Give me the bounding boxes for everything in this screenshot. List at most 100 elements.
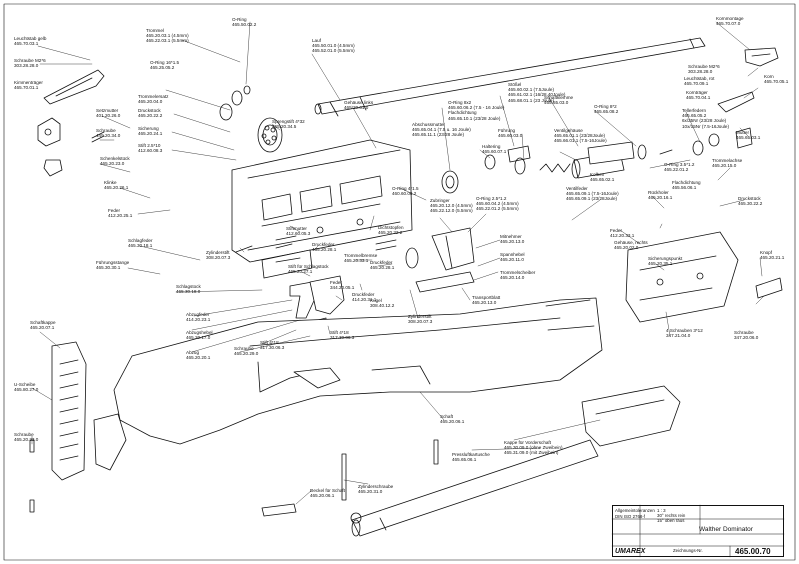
part-label-line: Schaftkappe — [30, 320, 56, 325]
part-label-line: 465.20.35.1 — [648, 261, 673, 267]
leader-lines — [31, 21, 765, 505]
part-label-line: Ventilfeder — [566, 186, 588, 191]
part-label-line: 412.60.08.3 — [138, 148, 163, 154]
part-label-line: Schraube — [96, 128, 116, 133]
part-label-line: 308.20.07.3 — [206, 255, 231, 261]
part-label-line: Deckel für Schaft — [310, 488, 345, 493]
fore-end-cap-part — [581, 385, 681, 447]
part-label-line: 465.20.22.2 — [138, 113, 163, 119]
part-label-line: 465.20.27.1 — [288, 269, 313, 275]
part-label-line: Mitnehmer — [500, 234, 522, 239]
receiver-right-part — [625, 231, 783, 323]
part-label-line: 303.28.28.0 — [688, 69, 713, 75]
part-label-line: 465.52.01.0 (5.5mm) — [312, 48, 355, 54]
part-label-line: Lauf — [312, 38, 321, 43]
part-label-line: 4 Schrauben 3*12 — [666, 328, 703, 333]
part-label-line: 465.61.02.1 (16/28.40Joule) — [508, 92, 566, 98]
front-sight-part — [744, 47, 779, 67]
part-label-line: Kimmenträger — [14, 80, 43, 85]
part-label-line: Schraube M2*6 — [14, 58, 46, 63]
part-label-line: 465.80.27.0 — [14, 387, 39, 393]
part-label-line: 465.65.05.2 — [682, 113, 707, 119]
part-label-line: 412.20.25.1 — [108, 213, 133, 219]
part-label-line: 465.65.11.1 (23/28 Joule) — [412, 132, 465, 138]
part-label-line: Kappe für Vorderschaft — [504, 440, 551, 445]
part-label-line: 308.40.12.2 — [370, 303, 395, 309]
note-1: 30° rechts rein — [657, 513, 686, 518]
part-label-line: 465.65.08.2 — [594, 109, 619, 115]
part-label-line: Druckfeder — [352, 292, 375, 297]
part-label-line: 344.20.05.1 — [330, 285, 355, 291]
part-label-line: Transportblatt — [472, 295, 501, 300]
part-label-line: 465.65.04.1 (7.5 u. 16 Joule) — [412, 127, 471, 133]
part-label-line: Schraube M2*6 — [688, 64, 720, 69]
part-label-line: 465.65.03.1 — [736, 135, 761, 141]
part-label-line: 465.20.13.0 — [500, 239, 525, 245]
part-label-line: Schenkelstück — [100, 156, 130, 161]
note-2: 15° oben raus — [657, 518, 685, 523]
part-label-line: Kornträger — [686, 90, 708, 95]
part-label-line: Schaftklemme — [544, 95, 574, 100]
part-label-line: O-Ring 8x2 — [448, 100, 472, 105]
part-label-line: Sprengstift 4*32 — [272, 119, 305, 124]
part-label-line: Leuchtstab gelb — [14, 36, 47, 41]
title-block-lines — [611, 504, 785, 558]
part-label-line: 465.66.01.1 (7.5-16Joule) — [554, 138, 607, 144]
part-label-line: Stift für Schlagstück — [288, 264, 329, 269]
part-label-line: 465.65.01.1 (23/28Joule) — [554, 133, 606, 139]
air-cartridge-part — [351, 439, 599, 537]
part-label-line: 10x/15Nr (7.5-16Joule) — [682, 123, 729, 129]
part-label-line: Schraube — [734, 330, 754, 335]
drawing-title: Walther Dominator — [699, 526, 753, 533]
part-label-line: 465.70.09.1 — [684, 81, 709, 87]
part-label-line: Rückholer — [648, 190, 669, 195]
part-label-line: Zylinderschraube — [358, 484, 394, 489]
part-label-line: Trommelscheiber — [500, 270, 536, 275]
part-label-line: O-Ring — [232, 17, 247, 22]
part-label-line: 465.60.03.0 — [498, 133, 523, 139]
part-label-line: 465.55.03.0 — [544, 100, 569, 106]
part-label-line: Kugel — [370, 298, 382, 303]
part-label-line: 465.50.02.2 — [232, 22, 257, 28]
part-label-line: O-Ring 8*2 — [594, 104, 617, 109]
part-label-line: 465.20.17.0 — [186, 335, 211, 341]
part-label-line: O-Ring 16*1.5 — [150, 60, 180, 65]
part-label-line: Mutter — [736, 130, 750, 135]
part-label-line: 465.60.06.2 (7.5 - 16 Joule) — [448, 105, 505, 111]
part-label-line: 412.20.33.1 — [610, 233, 635, 239]
